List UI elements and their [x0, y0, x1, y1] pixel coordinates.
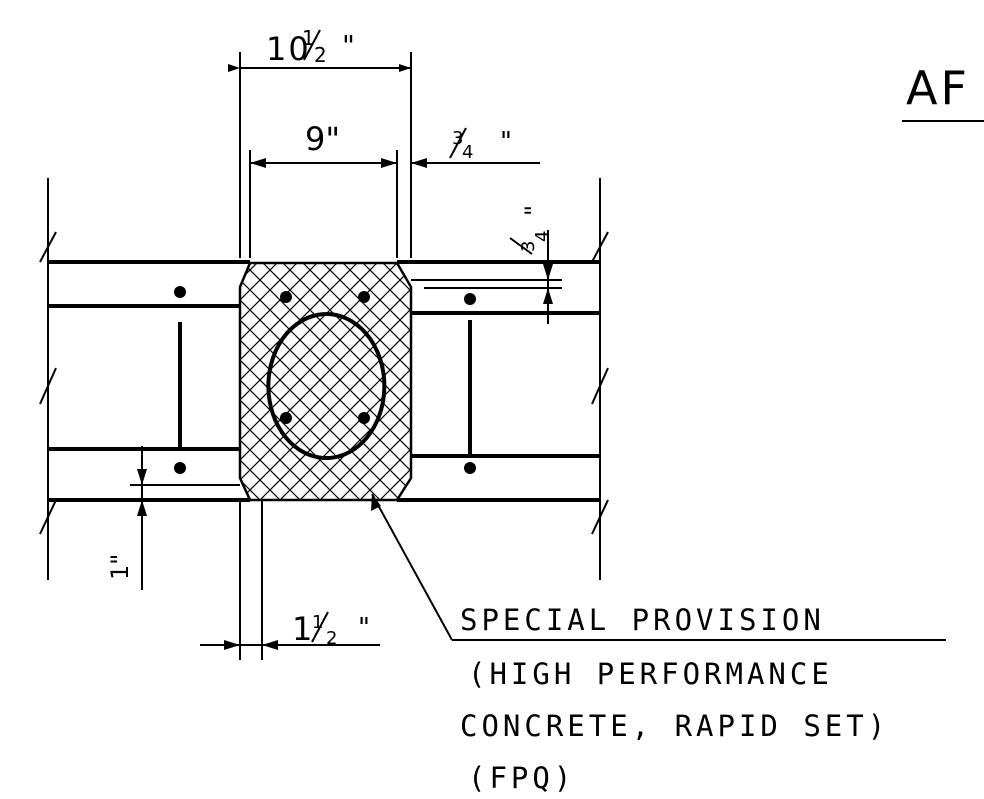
- rebar: [174, 286, 476, 474]
- deck-slabs: [48, 260, 600, 502]
- dim-joint-den: 2: [326, 628, 337, 649]
- dim-bottom-label: 1": [106, 554, 134, 580]
- dim-side-gap: 3 4 ": [411, 127, 540, 168]
- break-lines: [39, 178, 609, 580]
- dim-side-num: 3: [452, 128, 463, 149]
- drawing-title: AF: [902, 61, 984, 122]
- dim-top-offset: 3 4 ": [411, 205, 562, 324]
- dim-total-den: 2: [314, 43, 327, 67]
- dim-top-num: 3: [518, 241, 539, 252]
- rebar-dot: [174, 286, 186, 298]
- dim-total-num: 1: [302, 26, 315, 50]
- rebar-dot: [358, 291, 370, 303]
- title-text: AF: [906, 61, 970, 115]
- dim-joint-gap: 1 1 2 ": [200, 500, 380, 660]
- dim-top-den: 4: [532, 231, 553, 242]
- dim-joint-num: 1: [312, 612, 323, 633]
- rebar-dot: [174, 462, 186, 474]
- dim-joint-whole: 1: [292, 610, 312, 648]
- dim-bottom-offset: 1": [106, 446, 240, 590]
- dim-joint-unit: ": [358, 613, 370, 643]
- rebar-dot: [464, 462, 476, 474]
- rebar-dot: [358, 412, 370, 424]
- dim-inner-width: 9": [249, 120, 398, 258]
- rebar-dot: [464, 293, 476, 305]
- callout-line-3: CONCRETE, RAPID SET): [460, 709, 889, 743]
- loop-bar: [266, 312, 387, 460]
- rebar-dot: [280, 412, 292, 424]
- callout-line-1: SPECIAL PROVISION: [460, 603, 825, 637]
- rebar-dot: [280, 291, 292, 303]
- callout-leader: [371, 493, 946, 641]
- dim-side-den: 4: [462, 142, 473, 163]
- dim-side-unit: ": [500, 127, 512, 157]
- dim-inner-label: 9": [305, 120, 340, 158]
- dim-top-unit: ": [520, 205, 548, 216]
- callout-line-4: (FPQ): [468, 761, 575, 795]
- callout-line-2: (HIGH PERFORMANCE: [468, 657, 833, 691]
- dim-total-unit: ": [342, 29, 355, 62]
- dim-total-width: 10 1 2 ": [228, 26, 412, 258]
- dim-total-whole: 10: [266, 30, 311, 68]
